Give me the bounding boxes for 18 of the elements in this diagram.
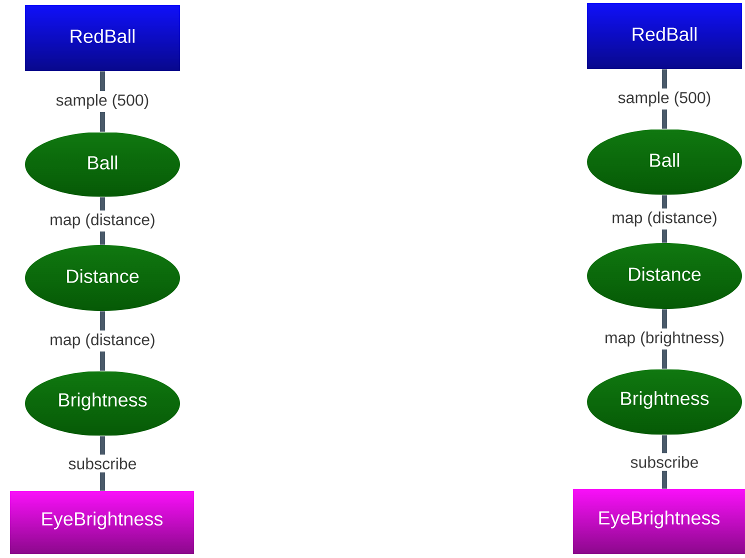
edge-label: sample (500): [614, 88, 714, 110]
node-label: Distance: [629, 267, 701, 281]
node-label: RedBall: [632, 27, 696, 41]
edge-label: subscribe: [627, 453, 702, 471]
node-label: Ball: [650, 153, 680, 167]
node-label: RedBall: [70, 29, 134, 43]
node-label: EyeBrightness: [42, 512, 163, 530]
edge-label: map (distance): [46, 210, 158, 232]
node-label: Brightness: [59, 392, 147, 410]
node-label: Distance: [67, 269, 139, 283]
edge-label: sample (500): [52, 91, 152, 112]
edge-label: subscribe: [65, 454, 140, 472]
node-label: EyeBrightness: [599, 510, 720, 528]
node-label: Ball: [88, 156, 118, 170]
node-label: Brightness: [621, 391, 709, 409]
edge-label: map (brightness): [601, 328, 728, 350]
edge-label: map (distance): [46, 330, 158, 352]
edge-label: map (distance): [608, 208, 720, 230]
